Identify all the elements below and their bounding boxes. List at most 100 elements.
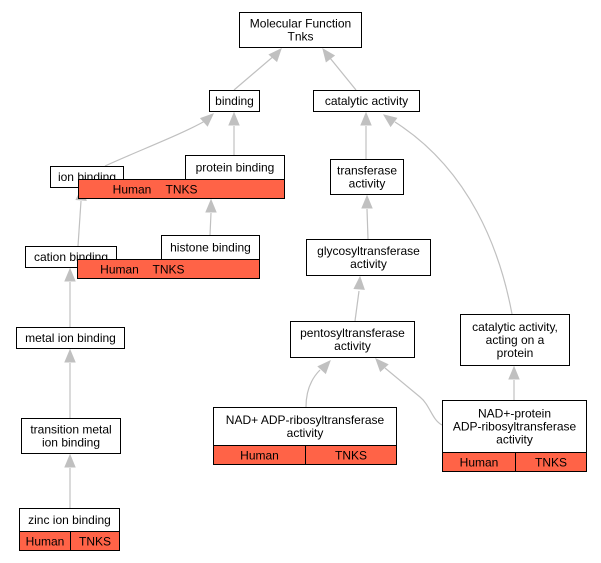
term-label: protein xyxy=(497,346,534,360)
arrow-head xyxy=(228,111,240,126)
term-label: activity xyxy=(349,177,386,191)
term-box xyxy=(16,327,125,349)
term-box xyxy=(330,159,404,195)
arrow-head xyxy=(64,348,76,363)
gene-cell xyxy=(70,531,120,551)
go-term-node-binding[interactable]: binding xyxy=(209,90,260,112)
term-box xyxy=(239,12,362,48)
go-term-node-nad-adp[interactable]: NAD+ ADP-ribosyltransferaseactivityHuman… xyxy=(213,407,397,465)
gene-label: TNKS xyxy=(165,183,197,197)
gene-cell xyxy=(305,445,397,465)
arrow-head xyxy=(205,198,217,213)
arrow-head xyxy=(375,358,389,373)
arrow-head xyxy=(322,47,336,63)
edge-line xyxy=(329,57,357,91)
term-box xyxy=(313,90,420,112)
term-label: histone binding xyxy=(170,241,251,255)
edge-glycosyl-trans xyxy=(361,194,373,240)
arrow-head xyxy=(361,194,373,209)
gene-label: TNKS xyxy=(79,535,111,549)
edge-line xyxy=(354,290,360,322)
edge-line xyxy=(104,120,206,167)
edge-transferase-cat xyxy=(360,111,372,159)
go-term-node-metal-ion[interactable]: metal ion binding xyxy=(16,327,125,349)
edge-ion-binding xyxy=(104,113,214,167)
arrow-head xyxy=(317,360,331,375)
edge-protein-binding xyxy=(228,111,240,155)
term-label: catalytic activity xyxy=(325,94,408,108)
gene-label: TNKS xyxy=(335,449,367,463)
term-label: glycosyltransferase xyxy=(317,244,420,258)
species-label: Human xyxy=(113,183,152,197)
arrow-head xyxy=(360,111,372,126)
term-box xyxy=(21,418,121,454)
term-label: metal ion binding xyxy=(25,331,116,345)
gene-cell xyxy=(515,452,587,472)
term-label: NAD+-protein xyxy=(478,407,551,421)
term-label: protein binding xyxy=(196,161,275,175)
species-label: Human xyxy=(240,449,279,463)
go-term-node-nad-protein[interactable]: NAD+-proteinADP-ribosyltransferaseactivi… xyxy=(442,400,587,472)
arrow-head xyxy=(353,275,365,290)
term-label: NAD+ ADP-ribosyltransferase xyxy=(226,413,385,427)
edge-line xyxy=(77,200,82,247)
term-box xyxy=(442,400,587,453)
edge-zinc-transition xyxy=(64,453,76,508)
species-label: Human xyxy=(460,456,499,470)
edge-transition-metal xyxy=(64,348,76,418)
arrow-head xyxy=(382,114,398,128)
term-label: pentosyltransferase xyxy=(300,326,405,340)
edge-catprot-cat xyxy=(382,114,513,315)
term-label: Molecular Function xyxy=(250,17,351,31)
arrow-head xyxy=(508,365,520,380)
arrow-head xyxy=(268,48,282,63)
term-label: ion binding xyxy=(42,436,100,450)
term-label: ADP-ribosyltransferase xyxy=(453,420,577,434)
gene-cell xyxy=(77,259,260,279)
edge-line xyxy=(209,212,212,236)
arrow-head xyxy=(64,267,76,282)
term-label: binding xyxy=(215,94,254,108)
edge-line xyxy=(384,367,443,426)
term-label: transferase xyxy=(337,164,397,178)
term-label: activity xyxy=(287,426,324,440)
edge-line xyxy=(394,121,513,315)
term-label: catalytic activity, xyxy=(472,320,558,334)
edge-line xyxy=(305,369,321,408)
term-label: activity xyxy=(350,257,387,271)
arrow-head xyxy=(199,113,214,127)
edge-nadadp-pentosyl xyxy=(305,360,331,408)
edge-binding-root xyxy=(233,48,282,91)
arrow-head xyxy=(64,453,76,468)
term-box xyxy=(185,155,285,180)
edge-catalytic-root xyxy=(322,47,357,91)
species-label: Human xyxy=(100,263,139,277)
term-label: activity xyxy=(496,433,533,447)
term-label: acting on a xyxy=(486,333,545,347)
term-label: activity xyxy=(334,339,371,353)
edge-line xyxy=(233,54,276,91)
edge-line xyxy=(366,208,369,240)
gene-label: TNKS xyxy=(152,263,184,277)
go-term-node-catalytic[interactable]: catalytic activity xyxy=(313,90,420,112)
term-label: transition metal xyxy=(30,423,111,437)
term-box xyxy=(460,314,570,366)
edge-nadprot-catprot xyxy=(508,365,520,400)
gene-label: TNKS xyxy=(535,456,567,470)
edge-nadprot-pentosyl xyxy=(375,358,443,426)
gene-cell xyxy=(78,179,285,199)
term-box xyxy=(209,90,260,112)
term-box xyxy=(290,321,415,358)
term-box xyxy=(161,235,260,260)
